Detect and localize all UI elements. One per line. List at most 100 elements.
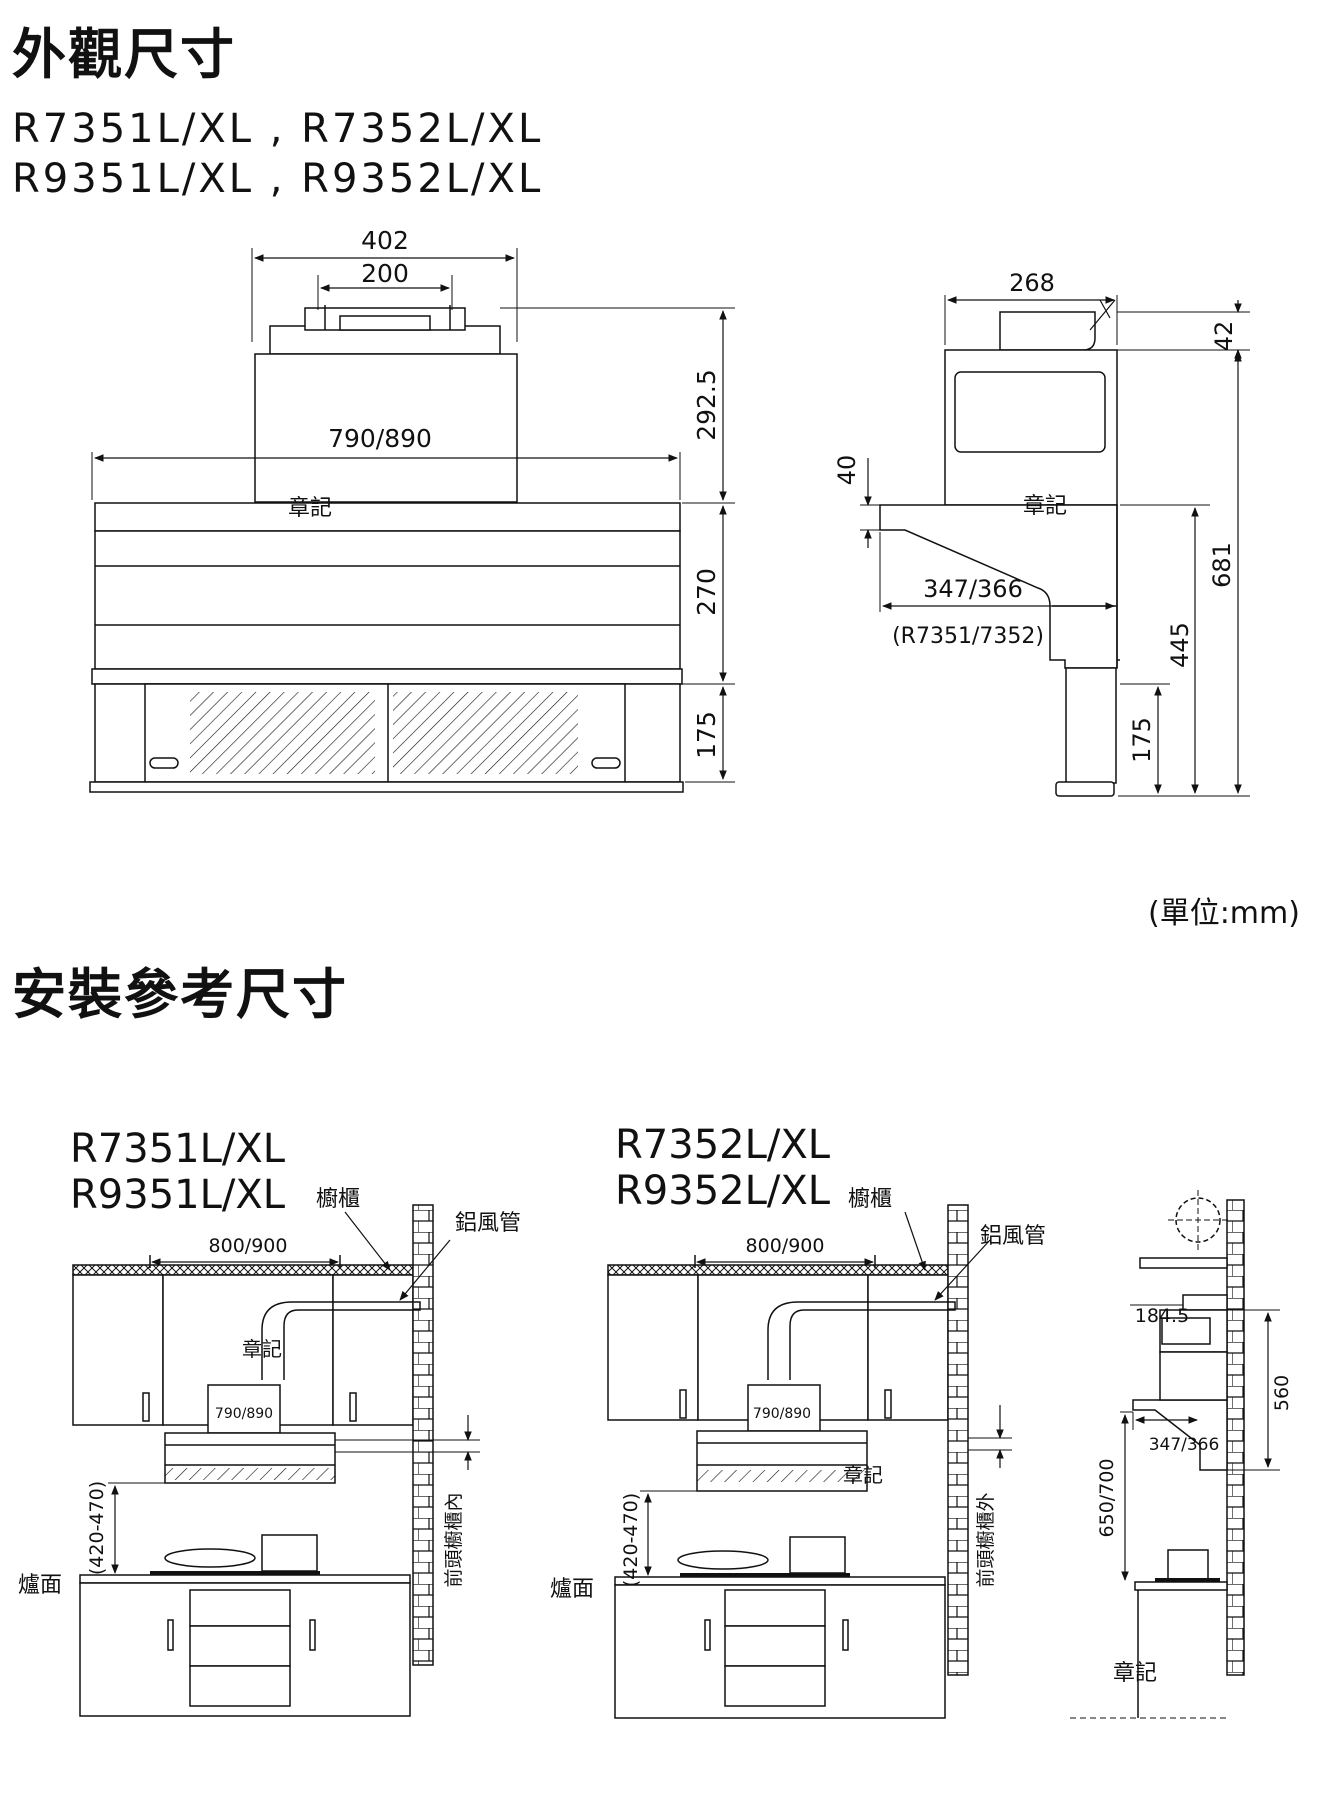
side-dim-top-height: 42 (1210, 321, 1238, 352)
light-left (149, 757, 179, 769)
il-wall (412, 1204, 434, 1666)
side-dim-depth: 347/366 (923, 575, 1023, 603)
dim-upper-height: 292.5 (692, 369, 721, 441)
ir-handle-2 (842, 1619, 849, 1651)
dim-top-outer: 402 (361, 226, 409, 255)
ir-counter (614, 1576, 946, 1586)
is-counter (1134, 1581, 1228, 1591)
is-shelf (1139, 1257, 1228, 1269)
il-stove (150, 1571, 320, 1575)
motor-vent (339, 315, 431, 331)
ir-wall (947, 1204, 969, 1676)
is-duct-circle (1175, 1197, 1221, 1243)
ir-dim-width: 800/900 (746, 1235, 825, 1257)
dim-bottom-height: 175 (692, 711, 721, 759)
ir-duct (767, 1301, 956, 1380)
il-drawer-2 (189, 1625, 291, 1667)
ir-height-range: (420-470) (620, 1493, 642, 1587)
ir-side-note: 前頭櫥櫃外 (975, 1492, 997, 1587)
il-handle-1 (167, 1619, 174, 1651)
dim-body-height: 270 (692, 568, 721, 616)
ir-drawer-1 (724, 1589, 826, 1627)
front-body (94, 530, 681, 670)
is-dim-depth: 347/366 (1149, 1435, 1220, 1455)
is-window (1161, 1317, 1211, 1345)
install-title: 安裝參考尺寸 (12, 963, 348, 1026)
il-knob-right (349, 1392, 357, 1422)
il-stove-label: 爐面 (18, 1573, 62, 1598)
is-body (1159, 1351, 1228, 1401)
ir-knob-left (679, 1389, 687, 1419)
ir-drawer-3 (724, 1665, 826, 1707)
side-body (879, 504, 1118, 669)
models-line-2: R9351L/XL , R9352L/XL (12, 156, 544, 202)
ir-stove-label: 爐面 (550, 1577, 594, 1602)
side-support (1065, 667, 1117, 784)
ir-cabinet-label: 櫥櫃 (848, 1187, 892, 1212)
is-dim-range: 650/700 (1096, 1459, 1118, 1538)
ir-model-2: R9352L/XL (615, 1168, 831, 1214)
il-label: 章記 (242, 1337, 282, 1361)
front-base (89, 781, 684, 793)
front-panel-top (94, 502, 681, 532)
is-dim-height: 560 (1271, 1375, 1293, 1411)
ir-knob-right (884, 1389, 892, 1419)
ir-cabinet-right (867, 1274, 949, 1421)
il-model-1: R7351L/XL (70, 1126, 286, 1172)
ir-pot (789, 1536, 846, 1574)
is-hood (1132, 1399, 1228, 1471)
il-model-2: R9351L/XL (70, 1172, 286, 1218)
side-window (954, 371, 1106, 453)
install-side (1070, 1190, 1280, 1719)
is-collar (1182, 1294, 1228, 1311)
il-side-note: 前頭櫥櫃內 (443, 1492, 465, 1587)
ir-label: 章記 (843, 1463, 883, 1487)
side-foot (1055, 781, 1115, 797)
front-upper-body (254, 353, 518, 503)
il-pot (261, 1534, 318, 1572)
light-right (591, 757, 621, 769)
is-stove (1155, 1578, 1220, 1582)
il-motor (207, 1384, 281, 1434)
side-view (860, 295, 1250, 797)
install-right (607, 1204, 1012, 1719)
il-duct-label: 鋁風管 (455, 1211, 521, 1236)
ir-drawer-2 (724, 1625, 826, 1667)
il-knob-left (142, 1392, 150, 1422)
is-wall (1226, 1199, 1245, 1676)
ir-model-1: R7352L/XL (615, 1122, 831, 1168)
il-handle-2 (309, 1619, 316, 1651)
ir-hood-width: 790/890 (753, 1406, 811, 1422)
il-cabinet-right (332, 1274, 414, 1426)
side-depth-note: (R7351/7352) (892, 624, 1044, 649)
is-pot (1167, 1549, 1209, 1581)
filter-left (190, 692, 375, 774)
dimensions-title: 外觀尺寸 (12, 23, 236, 86)
side-dim-top-width: 268 (1009, 269, 1055, 297)
models-line-1: R7351L/XL , R7352L/XL (12, 106, 544, 152)
side-motor (999, 311, 1096, 351)
front-label: 章記 (288, 496, 332, 521)
front-rim (91, 668, 683, 685)
side-dim-total-height: 681 (1208, 542, 1236, 588)
il-dim-width: 800/900 (209, 1235, 288, 1257)
is-label: 章記 (1113, 1661, 1157, 1686)
is-dim-offset: 184.5 (1135, 1305, 1189, 1327)
ir-stove (680, 1573, 850, 1577)
il-cabinet-label: 櫥櫃 (316, 1187, 360, 1212)
side-dim-lower-height: 445 (1166, 622, 1194, 668)
dim-width: 790/890 (328, 424, 432, 453)
front-view (89, 248, 735, 793)
dim-top-inner: 200 (361, 259, 409, 288)
il-counter (79, 1574, 411, 1584)
unit-label: (單位:mm) (1148, 896, 1300, 931)
ir-duct-label: 鋁風管 (980, 1224, 1046, 1249)
ir-handle-1 (704, 1619, 711, 1651)
il-duct (261, 1301, 421, 1380)
il-drawer-3 (189, 1665, 291, 1707)
filter-right (393, 692, 578, 774)
side-label: 章記 (1023, 494, 1067, 519)
side-dim-bottom-height: 175 (1128, 717, 1156, 763)
il-wok (164, 1548, 256, 1568)
